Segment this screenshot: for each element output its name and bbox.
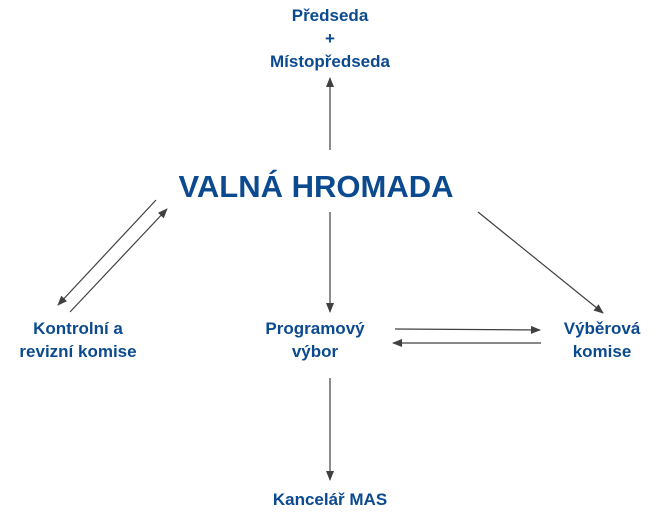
program-line1: Programový bbox=[265, 319, 365, 338]
control-line2: revizní komise bbox=[19, 342, 137, 361]
chair-plus: + bbox=[325, 29, 335, 48]
node-selection-committee: Výběrová komise bbox=[564, 317, 641, 363]
control-line1: Kontrolní a bbox=[33, 319, 123, 338]
node-office: Kancelář MAS bbox=[272, 490, 388, 509]
selection-line1: Výběrová bbox=[563, 319, 641, 338]
arrow-program-to-selection bbox=[394, 325, 541, 334]
arrow-assembly-to-control bbox=[57, 199, 157, 306]
node-control-committee: Kontrolní a revizní komise bbox=[19, 317, 136, 363]
node-general-assembly: VALNÁ HROMADA bbox=[178, 169, 454, 204]
vice-chair-label: Místopředseda bbox=[270, 52, 390, 71]
arrow-control-to-assembly bbox=[69, 208, 168, 313]
program-line2: výbor bbox=[291, 342, 339, 361]
node-program-committee: Programový výbor bbox=[265, 317, 364, 363]
chair-label: Předseda bbox=[291, 6, 369, 25]
arrow-assembly-to-selection bbox=[477, 211, 604, 314]
node-chair: Předseda + Místopředseda bbox=[270, 4, 390, 73]
selection-line2: komise bbox=[572, 342, 632, 361]
